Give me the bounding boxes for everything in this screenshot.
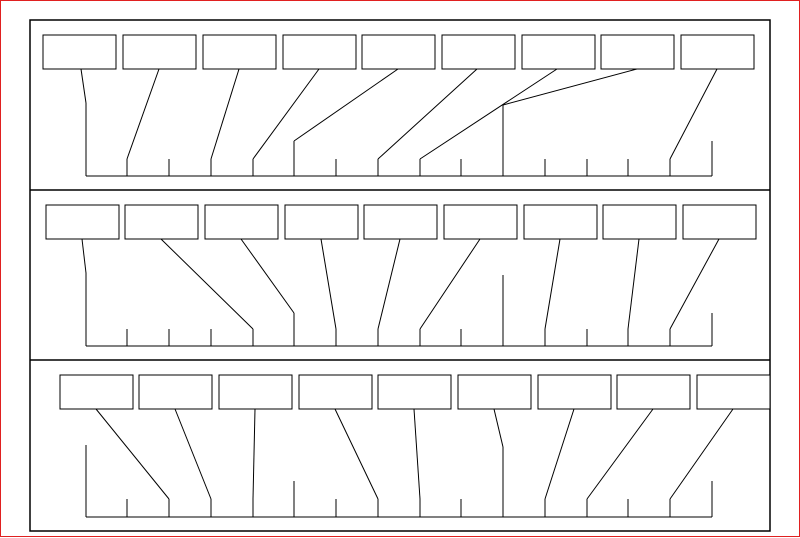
connector-line xyxy=(210,68,240,160)
label-box-row3-7 xyxy=(537,374,612,410)
connector-line xyxy=(413,408,421,500)
connector-line xyxy=(81,238,87,274)
label-box-row1-4 xyxy=(282,34,357,70)
connector-line xyxy=(293,68,399,142)
label-box-row1-9 xyxy=(680,34,755,70)
connector-line xyxy=(252,408,256,500)
worksheet-border xyxy=(29,19,771,532)
label-box-row1-8 xyxy=(600,34,675,70)
connector-line xyxy=(502,68,638,106)
connector-line xyxy=(544,408,575,500)
label-box-row3-3 xyxy=(218,374,293,410)
connector-line xyxy=(80,68,87,104)
connector-line xyxy=(377,68,478,160)
label-box-row1-6 xyxy=(441,34,516,70)
label-box-row2-1 xyxy=(45,204,120,240)
label-box-row2-7 xyxy=(523,204,598,240)
connector-line xyxy=(493,408,504,448)
connector-line xyxy=(377,238,401,330)
connector-line xyxy=(669,408,734,500)
label-box-row1-1 xyxy=(42,34,117,70)
connector-line xyxy=(627,238,640,330)
label-box-row1-7 xyxy=(521,34,596,70)
label-box-row2-2 xyxy=(124,204,199,240)
connector-line xyxy=(174,408,212,500)
label-box-row2-5 xyxy=(363,204,438,240)
connector-line xyxy=(320,238,337,330)
connector-line xyxy=(669,238,720,330)
label-box-row1-5 xyxy=(361,34,436,70)
label-box-row3-2 xyxy=(138,374,213,410)
label-box-row2-8 xyxy=(602,204,677,240)
label-box-row2-3 xyxy=(204,204,279,240)
label-box-row3-4 xyxy=(298,374,373,410)
connector-line xyxy=(669,68,718,160)
label-box-row2-6 xyxy=(443,204,518,240)
connector-line xyxy=(419,238,481,330)
connector-line xyxy=(160,238,254,330)
label-box-row1-2 xyxy=(122,34,197,70)
label-box-row3-8 xyxy=(616,374,691,410)
label-box-row3-1 xyxy=(59,374,134,410)
connector-line xyxy=(252,68,320,160)
label-box-row1-3 xyxy=(202,34,277,70)
label-box-row3-5 xyxy=(377,374,452,410)
connector-line xyxy=(95,408,170,500)
label-box-row3-9 xyxy=(696,374,771,410)
connector-line xyxy=(126,68,160,160)
connector-line xyxy=(586,408,654,500)
connector-line xyxy=(334,408,379,500)
label-box-row2-4 xyxy=(284,204,359,240)
label-box-row3-6 xyxy=(457,374,532,410)
connector-line xyxy=(544,238,561,330)
connector-line xyxy=(240,238,295,314)
connector-line xyxy=(419,68,558,160)
label-box-row2-9 xyxy=(682,204,757,240)
